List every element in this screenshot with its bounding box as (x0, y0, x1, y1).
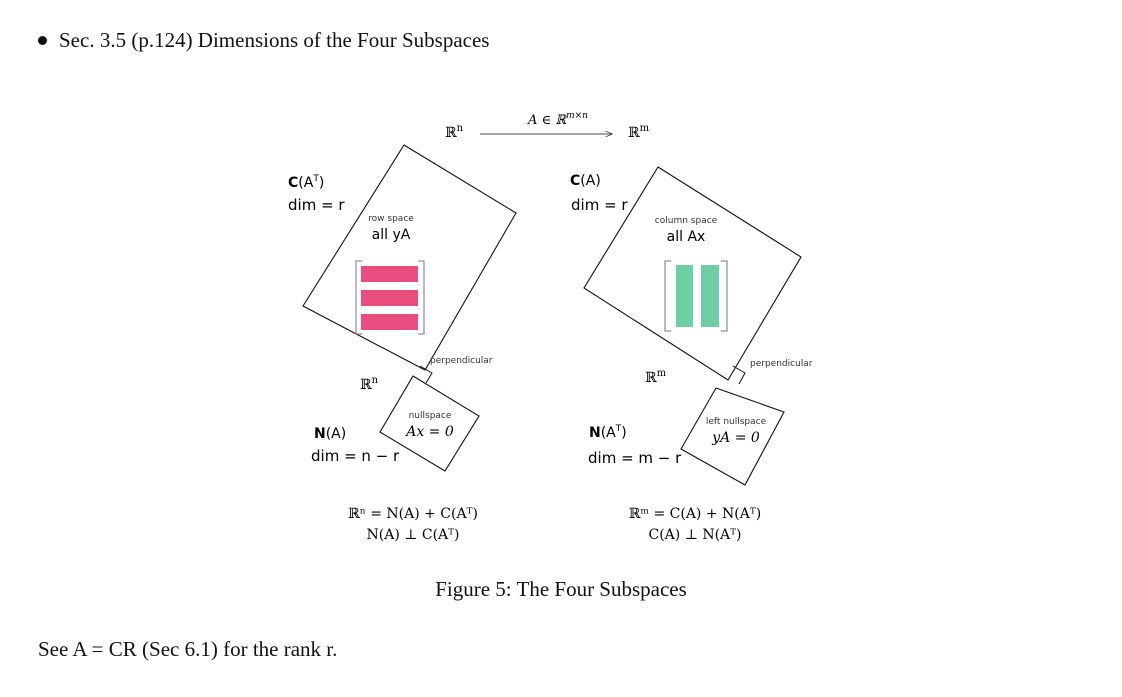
column-space-desc: all Ax (667, 229, 706, 245)
left-bottom-space-label: N(A) (314, 426, 346, 442)
right-equation-perp: C(A) ⊥ N(Aᵀ) (649, 527, 742, 543)
right-angle-icon (419, 365, 433, 384)
row-bar-2 (361, 290, 418, 306)
left-space-label: ℝn (360, 375, 379, 393)
left-top-dim: dim = r (288, 196, 345, 214)
nullspace-rectangle (379, 375, 480, 472)
left-bottom-dim: dim = n − r (311, 447, 400, 465)
matrix-label: A ∈ ℝm×n (527, 111, 588, 128)
right-space-label: ℝm (645, 368, 667, 386)
right-diagram: C(A) dim = r column space all Ax perpend… (570, 166, 813, 543)
row-space-rectangle (302, 144, 517, 371)
left-equation-sum: ℝⁿ = N(A) + C(Aᵀ) (348, 506, 478, 522)
row-bar-3 (361, 314, 418, 330)
right-bottom-space-label: N(AT) (589, 424, 627, 441)
column-space-name: column space (655, 216, 718, 226)
row-matrix-icon (355, 260, 425, 335)
footer-text: See A = CR (Sec 6.1) for the rank r. (38, 637, 338, 661)
codomain-label: ℝm (628, 123, 650, 141)
section-heading: Sec. 3.5 (p.124) Dimensions of the Four … (59, 28, 490, 52)
row-space-name: row space (368, 214, 414, 224)
left-top-space-label: C(AT) (288, 174, 324, 191)
column-bar-2 (701, 265, 719, 327)
left-perpendicular-label: perpendicular (430, 356, 493, 366)
left-nullspace-name: left nullspace (706, 417, 767, 427)
left-equation-perp: N(A) ⊥ C(Aᵀ) (367, 527, 460, 543)
row-space-desc: all yA (372, 227, 411, 243)
right-perpendicular-label: perpendicular (750, 359, 813, 369)
domain-label: ℝn (445, 123, 464, 141)
column-matrix-icon (664, 260, 728, 332)
nullspace-name: nullspace (409, 411, 452, 421)
section-bullet: Sec. 3.5 (p.124) Dimensions of the Four … (38, 28, 489, 53)
column-bar-1 (676, 265, 693, 327)
left-nullspace-desc: yA = 0 (711, 430, 760, 446)
column-space-rectangle (583, 166, 802, 381)
right-top-dim: dim = r (571, 196, 628, 214)
left-nullspace-rectangle (680, 387, 785, 486)
row-bar-1 (361, 266, 418, 282)
figure-caption: Figure 5: The Four Subspaces (435, 577, 687, 601)
right-equation-sum: ℝᵐ = C(A) + N(Aᵀ) (629, 506, 761, 522)
left-diagram: C(AT) dim = r row space all yA perpendic… (288, 144, 517, 543)
right-top-space-label: C(A) (570, 173, 601, 189)
nullspace-desc: Ax = 0 (404, 424, 454, 440)
bullet-dot-icon (38, 35, 47, 45)
map-arrow-group: ℝn A ∈ ℝm×n ℝm (445, 111, 650, 141)
right-angle-icon (732, 365, 746, 385)
right-bottom-dim: dim = m − r (588, 449, 682, 467)
